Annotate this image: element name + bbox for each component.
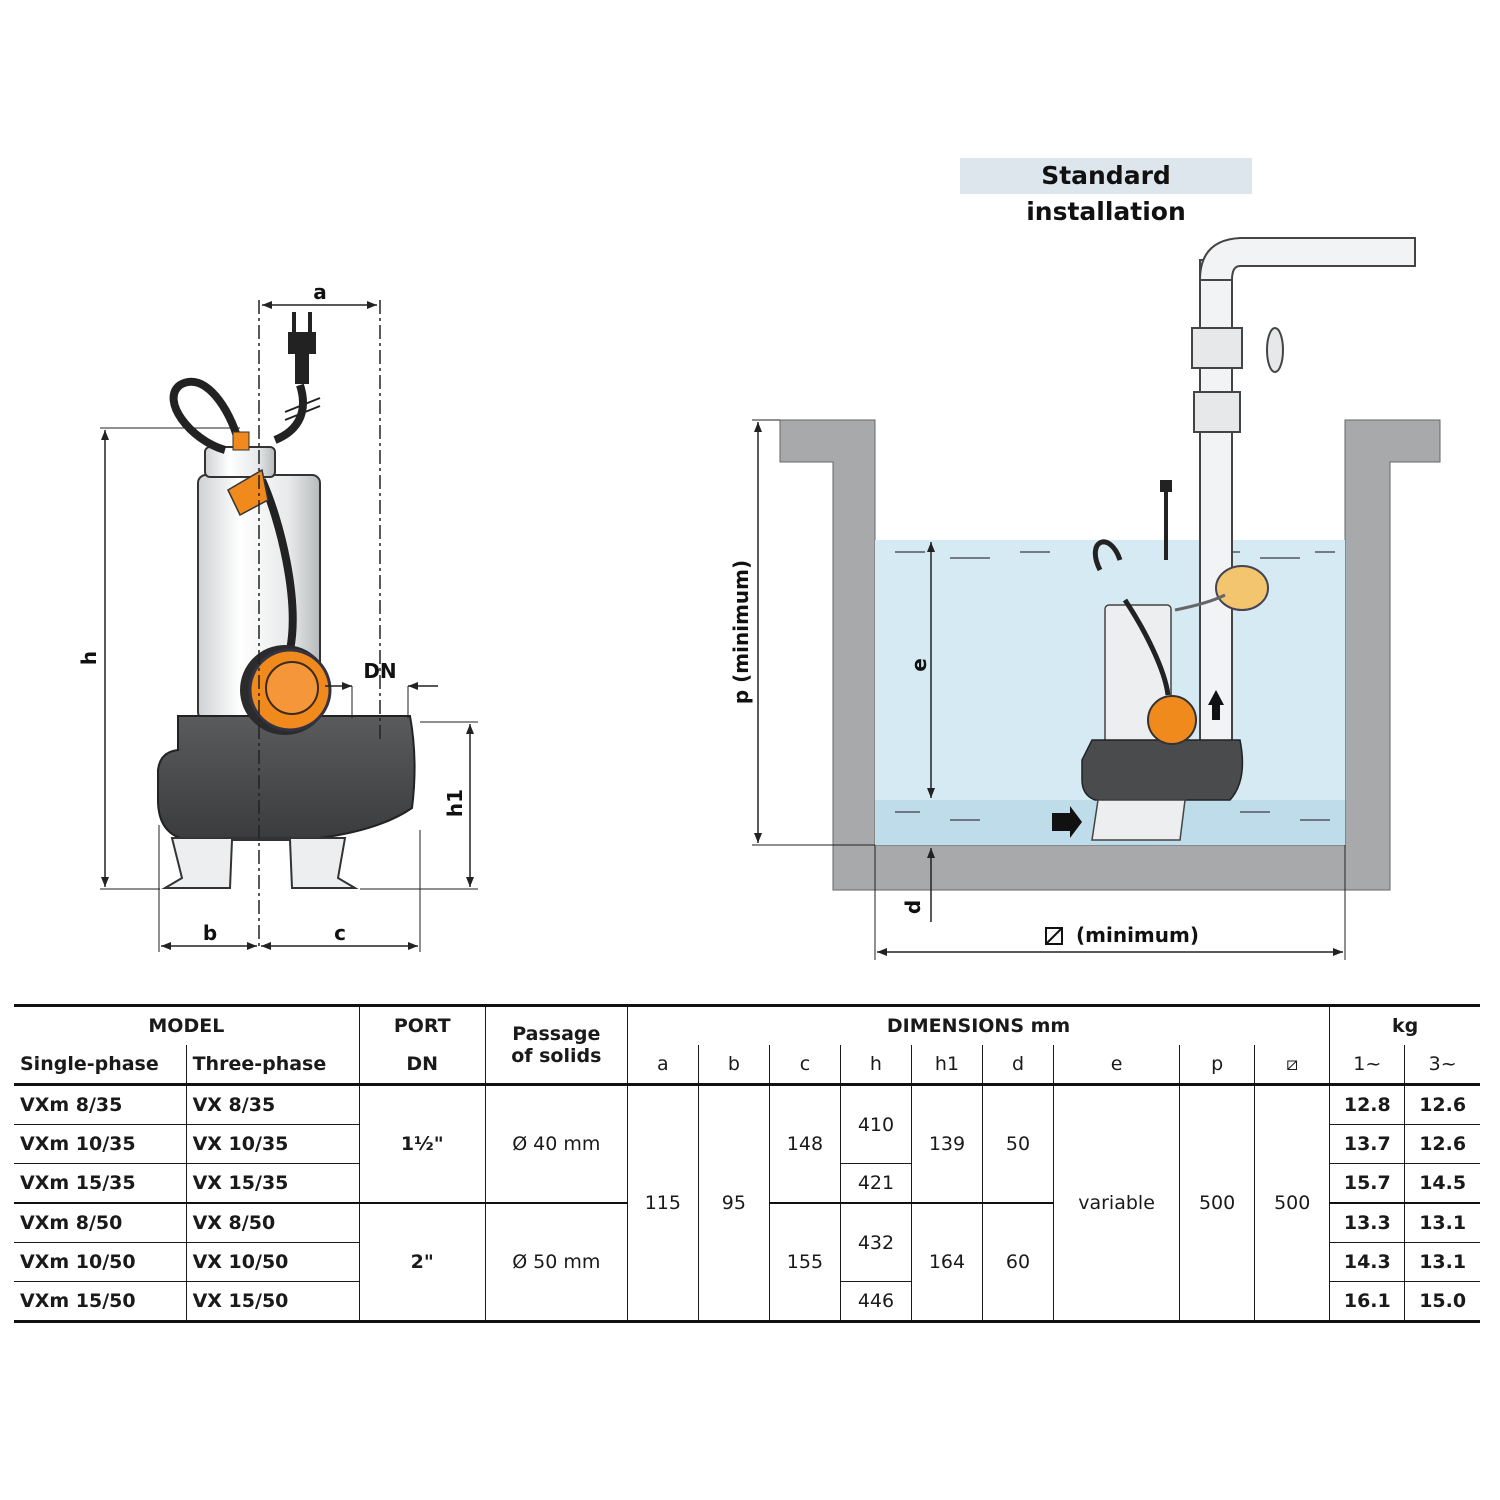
weight-3ph: 15.0 [1404, 1281, 1480, 1323]
installation-title: Standard installation [960, 158, 1252, 226]
dim-b-value: 95 [697, 1084, 770, 1323]
weight-3ph: 12.6 [1404, 1084, 1480, 1125]
weight-1ph: 13.3 [1329, 1202, 1406, 1243]
dim-label-h1: h1 [443, 789, 467, 817]
header-three-phase: Three-phase [185, 1045, 360, 1086]
header-port: PORT [358, 1004, 486, 1045]
header-model: MODEL [14, 1004, 360, 1045]
inflow-arrow-icon [1052, 806, 1082, 838]
model-three: VX 10/35 [185, 1124, 360, 1164]
table-row: VXm 8/35 VX 8/35 1½" Ø 40 mm 115 95 148 … [14, 1084, 1480, 1323]
passage-solids: Ø 50 mm [484, 1202, 628, 1323]
dim-d-value: 60 [981, 1202, 1055, 1323]
weight-1ph: 16.1 [1329, 1281, 1406, 1323]
dim-h-value: 432 [839, 1202, 912, 1282]
header-dim-c: c [768, 1045, 841, 1086]
dim-p-value: 500 [1179, 1084, 1256, 1323]
header-dim-e: e [1053, 1045, 1181, 1086]
header-dn: DN [358, 1045, 486, 1086]
header-kg: kg [1329, 1004, 1480, 1045]
table-row: VXm 15/35 VX 15/35 421 15.7 14.5 [14, 1163, 1480, 1204]
model-three: VX 10/50 [185, 1242, 360, 1282]
weight-3ph: 12.6 [1404, 1124, 1480, 1164]
dim-h-value: 421 [839, 1163, 912, 1204]
installation-diagram: p (minimum) e d (minimum) [729, 237, 1441, 960]
plug-icon [284, 312, 321, 421]
weight-1ph: 13.7 [1329, 1124, 1406, 1164]
header-dim-p: p [1179, 1045, 1256, 1086]
table-row: VXm 15/50 VX 15/50 446 16.1 15.0 [14, 1281, 1480, 1323]
header-dim-square: ⧄ [1254, 1045, 1331, 1086]
weight-3ph: 14.5 [1404, 1163, 1480, 1204]
table-row: VXm 10/35 VX 10/35 13.7 12.6 [14, 1124, 1480, 1164]
dim-h-value: 446 [839, 1281, 912, 1323]
model-single: VXm 8/35 [14, 1084, 187, 1125]
dim-label-square: (minimum) [1076, 923, 1199, 947]
installed-pump [1052, 480, 1269, 841]
weight-3ph: 13.1 [1404, 1202, 1480, 1243]
float-switch [227, 431, 332, 735]
passage-solids: Ø 40 mm [484, 1084, 628, 1204]
header-kg-3ph: 3~ [1404, 1045, 1480, 1086]
dim-h1-value: 164 [910, 1202, 984, 1323]
model-single: VXm 10/35 [14, 1124, 187, 1164]
port-dn: 2" [358, 1202, 486, 1323]
outflow-arrow-icon [1208, 690, 1224, 720]
dim-label-e: e [907, 658, 931, 672]
model-three: VX 15/35 [185, 1163, 360, 1204]
dim-square-value: 500 [1254, 1084, 1331, 1323]
model-three: VX 8/50 [185, 1202, 360, 1243]
header-dim-a: a [626, 1045, 699, 1086]
header-dim-d: d [981, 1045, 1055, 1086]
weight-1ph: 15.7 [1329, 1163, 1406, 1204]
dim-label-dn: DN [363, 659, 396, 683]
header-dim-h1: h1 [910, 1045, 984, 1086]
dim-label-p: p (minimum) [729, 560, 753, 704]
table-row: VXm 8/50 VX 8/50 2" Ø 50 mm 155 432 164 … [14, 1202, 1480, 1323]
weight-1ph: 14.3 [1329, 1242, 1406, 1282]
header-dim-h: h [839, 1045, 912, 1086]
model-single: VXm 10/50 [14, 1242, 187, 1282]
dim-d-value: 50 [981, 1084, 1055, 1204]
model-single: VXm 8/50 [14, 1202, 187, 1243]
header-dimensions: DIMENSIONS mm [626, 1004, 1331, 1045]
dim-c-value: 148 [768, 1084, 841, 1204]
table-row: VXm 10/50 VX 10/50 14.3 13.1 [14, 1242, 1480, 1282]
dim-h1-value: 139 [910, 1084, 984, 1204]
square-dimension-icon [1045, 927, 1063, 945]
model-single: VXm 15/35 [14, 1163, 187, 1204]
dim-label-d: d [901, 900, 925, 914]
dim-label-a: a [313, 280, 327, 304]
weight-1ph: 12.8 [1329, 1084, 1406, 1125]
model-three: VX 15/50 [185, 1281, 360, 1323]
header-dim-b: b [697, 1045, 770, 1086]
weight-3ph: 13.1 [1404, 1242, 1480, 1282]
header-single-phase: Single-phase [14, 1045, 187, 1086]
dim-label-c: c [334, 921, 346, 945]
valve [1191, 327, 1243, 369]
dim-label-b: b [203, 921, 217, 945]
pump-feet [161, 837, 359, 889]
model-three: VX 8/35 [185, 1084, 360, 1125]
port-dn: 1½" [358, 1084, 486, 1204]
dim-a-value: 115 [626, 1084, 699, 1323]
dim-h-value: 410 [839, 1084, 912, 1164]
dim-e-value: variable [1053, 1084, 1181, 1323]
model-single: VXm 15/50 [14, 1281, 187, 1323]
header-kg-1ph: 1~ [1329, 1045, 1406, 1086]
cable [169, 377, 297, 651]
pump-dimension-diagram: a h h1 DN b c [77, 280, 478, 952]
dim-label-h: h [77, 651, 101, 665]
dim-c-value: 155 [768, 1202, 841, 1323]
